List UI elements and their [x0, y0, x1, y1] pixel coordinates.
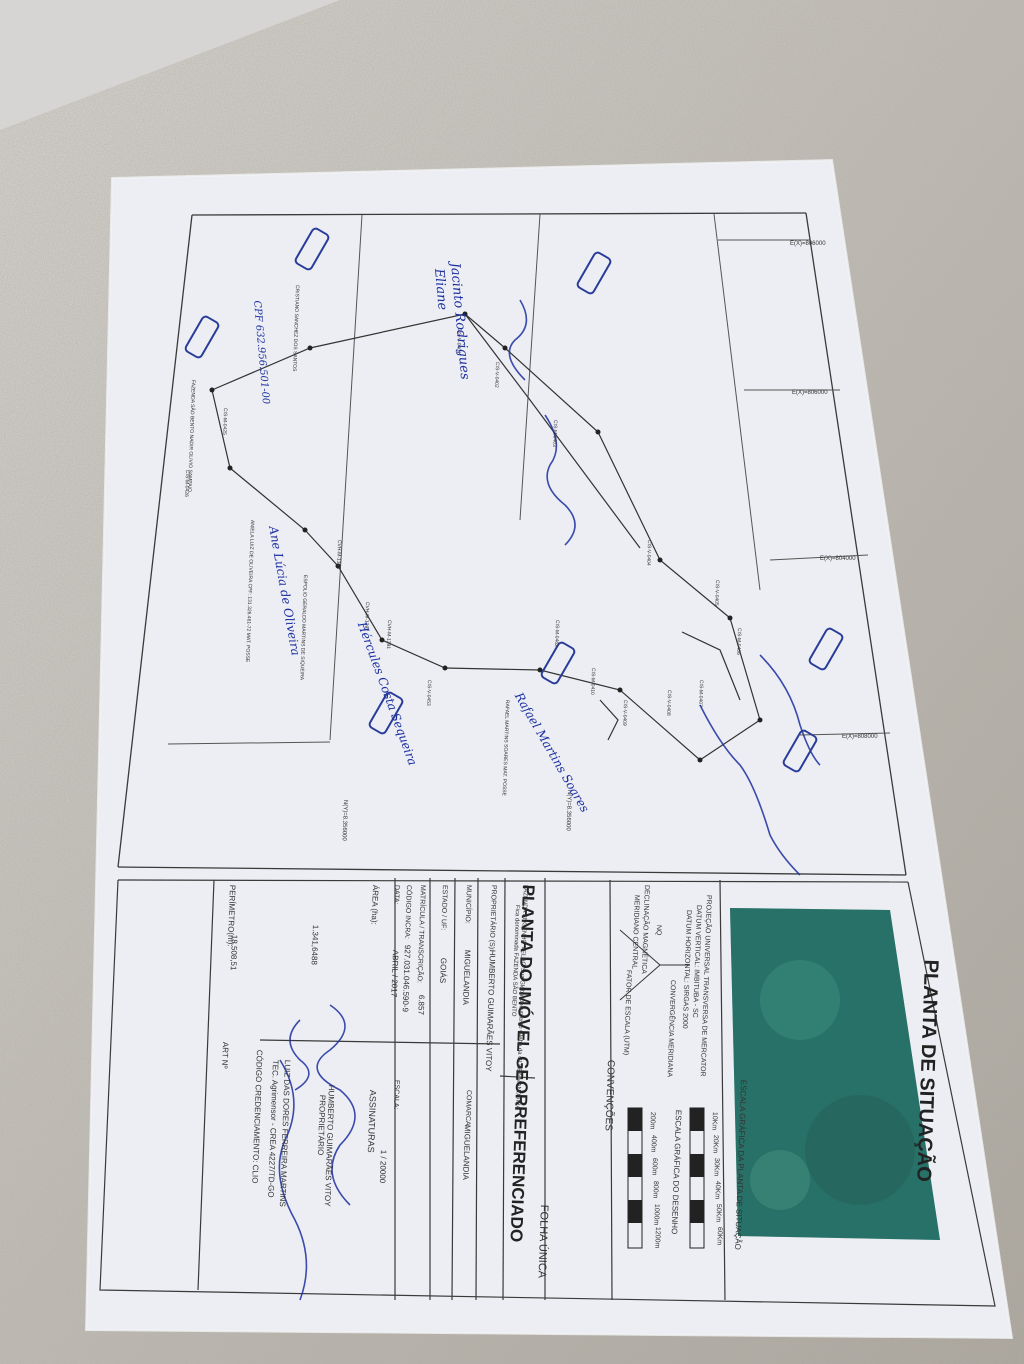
vertex-label: CIS-M-0425	[221, 407, 228, 435]
km-tick-3: 30Km	[712, 1157, 720, 1177]
satellite-image	[730, 908, 940, 1240]
m-tick-2: 400m	[649, 1134, 657, 1153]
km-tick-5: 50Km	[714, 1203, 722, 1223]
vertex-label: CIS-M-0403	[551, 419, 558, 447]
estado-value: GOIÁS	[438, 957, 448, 984]
m-tick-4: 800m	[651, 1180, 659, 1199]
title-block	[99, 877, 996, 1307]
coord-label: E(X)=806000	[792, 390, 828, 396]
nq-label: NQ	[654, 924, 662, 936]
km-tick-4: 40Km	[713, 1180, 721, 1200]
north-arrow	[619, 929, 690, 1001]
area-value: 1.341,6488	[309, 924, 320, 966]
perimetro-value: 18.508,51	[228, 934, 239, 971]
vertex-label: CIS-M-0410	[589, 667, 596, 695]
municipio-value: MIGUELANDIA	[461, 949, 472, 1006]
m-tick-3: 600m	[650, 1157, 658, 1176]
escala-value: 1 / 20000	[377, 1149, 388, 1184]
data-value: ABRIL / 2017	[389, 949, 400, 998]
vertex-label: CIS-V-0453	[425, 679, 432, 706]
escala-label: ESCALA:	[391, 1079, 400, 1110]
art-label: ART Nº	[220, 1041, 230, 1069]
matricula-value: 6.857	[416, 994, 426, 1016]
vertex-label: CVH-M-1393	[334, 539, 342, 570]
data-label: DATA:	[392, 884, 400, 905]
folha-label: FOLHA ÚNICA	[535, 1204, 550, 1279]
map-frame	[117, 212, 907, 876]
vertex-label: CIS-M-0462	[553, 619, 560, 647]
vertex-label: CIS-V-0402	[493, 361, 500, 388]
km-tick-6: 60Km	[715, 1226, 723, 1246]
m-tick-6: 1200m	[653, 1226, 661, 1249]
km-tick-2: 20Km	[711, 1134, 719, 1154]
vertex-label: CIS-V-0409	[621, 699, 628, 726]
municipio-label: MUNICÍPIO:	[463, 884, 472, 924]
stamps	[184, 227, 844, 773]
vertex-label: CIS-V-0404	[645, 539, 652, 566]
scale-bars	[627, 1107, 705, 1249]
coord-label: E(X)=806000	[790, 241, 826, 247]
area-label: ÁREA (ha):	[369, 884, 380, 925]
km-tick-1: 10Km	[710, 1111, 718, 1131]
m-tick-5: 1000m	[652, 1203, 660, 1226]
vertex-label: CIS-M-0407	[697, 679, 704, 707]
coord-label: E(X)=804000	[820, 556, 856, 562]
vertex-label: CVH-M-1391	[384, 619, 392, 650]
m-tick-1: 200m	[648, 1111, 656, 1130]
coord-label: E(X)=808000	[842, 734, 878, 740]
vertex-label: CIS-M-0406	[735, 627, 742, 655]
comarca-label: COMARCA:	[463, 1089, 472, 1128]
wall-corner	[0, 0, 340, 130]
comarca-value: MIGUELANDIA	[461, 1124, 472, 1181]
vertex-label: CIS-V-0408	[665, 689, 672, 716]
vertex-label: CIS-V-0405	[713, 579, 720, 606]
pen-signatures	[278, 299, 821, 1301]
